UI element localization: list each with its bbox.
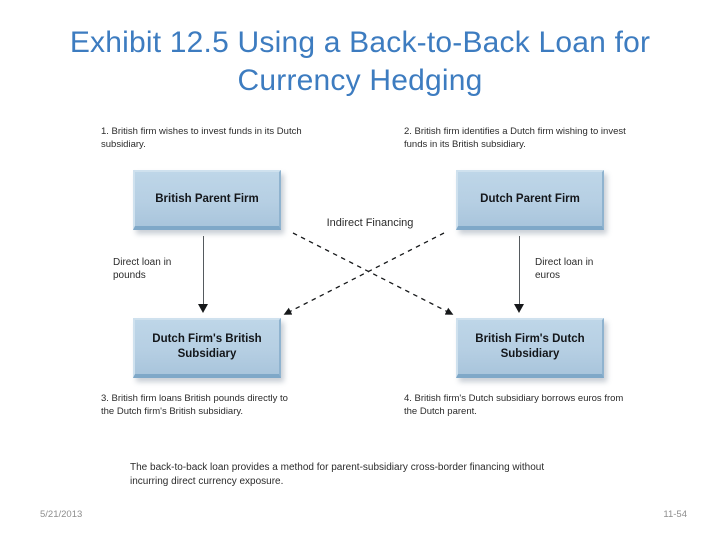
indirect-financing-crossing-arrows: [283, 232, 454, 315]
step-note-3: 3. British firm loans British pounds dir…: [101, 393, 288, 417]
summary-caption: The back-to-back loan provides a method …: [130, 462, 545, 487]
entity-box-dutch-firms-british-subsidiary: Dutch Firm's British Subsidiary: [133, 318, 281, 378]
step-note-2: 2. British firm identifies a Dutch firm …: [404, 126, 626, 150]
arrow-shaft: [519, 236, 520, 306]
direct-loan-pounds-label: Direct loan in pounds: [113, 257, 172, 281]
step-note-4: 4. British firm's Dutch subsidiary borro…: [404, 393, 624, 417]
arrow-shaft: [203, 236, 204, 306]
indirect-financing-label: Indirect Financing: [326, 217, 414, 229]
back-to-back-loan-diagram: 1. British firm wishes to invest funds i…: [0, 118, 720, 500]
page-title: Exhibit 12.5 Using a Back-to-Back Loan f…: [69, 26, 651, 97]
step-note-1: 1. British firm wishes to invest funds i…: [101, 126, 302, 150]
entity-box-british-parent-firm: British Parent Firm: [133, 170, 281, 230]
dashed-arrow-british-parent-to-dutch-subsidiary: [292, 232, 454, 315]
direct-loan-euros-label: Direct loan in euros: [535, 257, 594, 281]
dashed-arrow-dutch-parent-to-british-subsidiary: [283, 232, 445, 315]
footer-page-number: 11-54: [663, 509, 687, 520]
arrow-head: [514, 304, 524, 313]
entity-box-british-firms-dutch-subsidiary: British Firm's Dutch Subsidiary: [456, 318, 604, 378]
footer-date: 5/21/2013: [40, 509, 83, 520]
arrow-head: [198, 304, 208, 313]
entity-box-dutch-parent-firm: Dutch Parent Firm: [456, 170, 604, 230]
down-arrow-icon-direct-loan-pounds: [198, 236, 209, 314]
down-arrow-icon-direct-loan-euros: [514, 236, 525, 314]
